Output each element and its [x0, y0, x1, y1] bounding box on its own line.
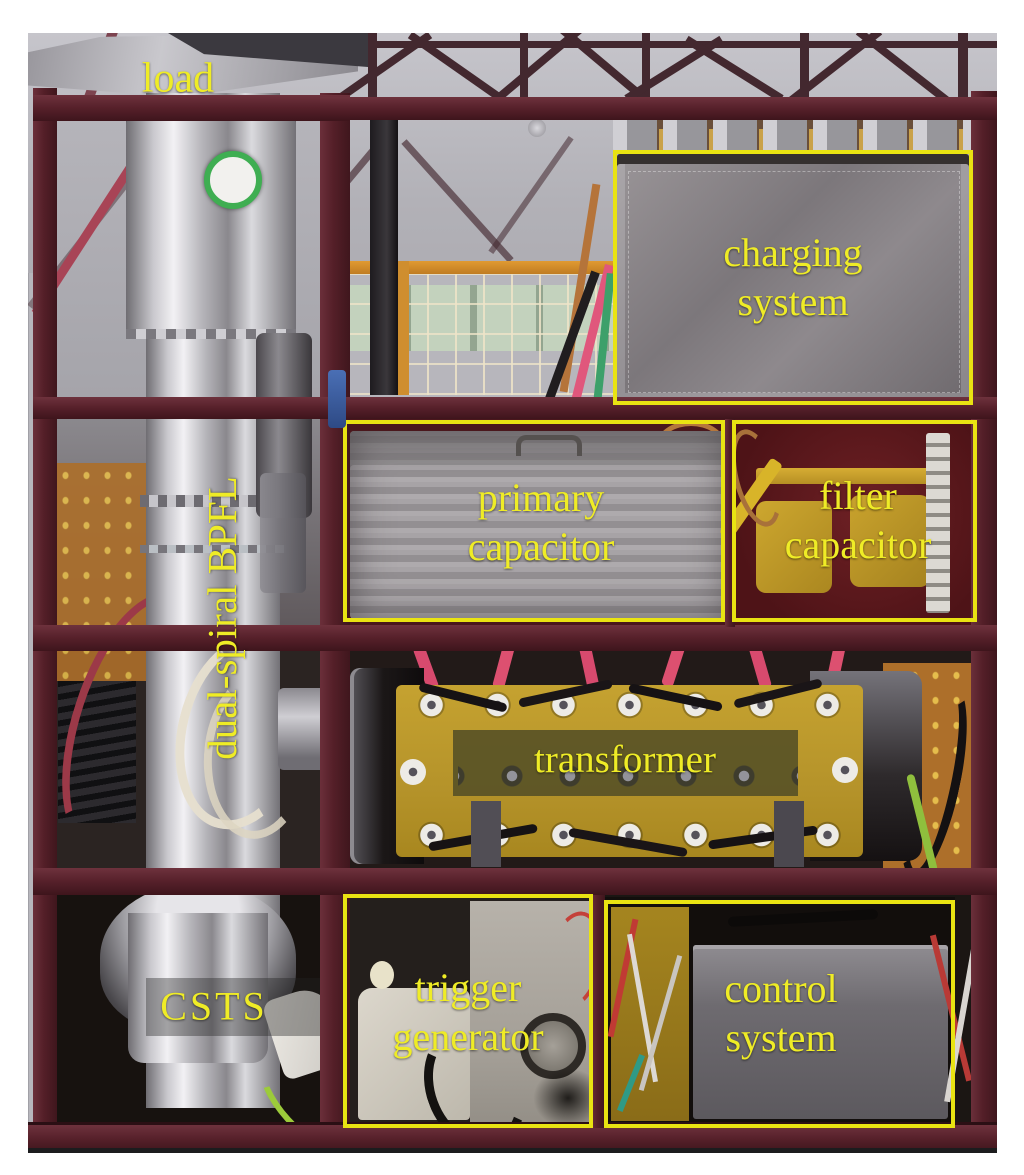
control-system-unit: [693, 945, 948, 1119]
primary-capacitor-unit: [350, 431, 728, 619]
annotation-box-filter-capacitor: [732, 420, 977, 622]
label-filter-capacitor: filter capacitor: [784, 473, 932, 567]
mounting-foot: [471, 801, 501, 867]
annotation-box-control-system: [604, 900, 955, 1128]
fence-rail-orange: [343, 261, 619, 274]
mounting-foot: [774, 801, 804, 867]
flange-ring: [140, 495, 286, 507]
rack-rail-top-right: [320, 97, 997, 120]
rack-rail-2: [33, 625, 997, 651]
charging-box-rivets: [628, 171, 960, 393]
rack-post-left: [33, 88, 57, 1148]
photo-bottom-edge: [28, 1148, 997, 1153]
csts-cylinder: [128, 913, 268, 1063]
cream-knob: [370, 961, 394, 989]
label-control-system: control system: [724, 966, 838, 1060]
flange-ring: [126, 329, 296, 339]
vented-box: [58, 681, 136, 823]
bpfl-upper-vessel: [126, 108, 296, 338]
pressure-gauge: [204, 151, 262, 209]
annotation-box-charging-system: [613, 150, 973, 405]
charging-system-unit: [617, 154, 969, 401]
insulator: [400, 759, 426, 785]
rack-rail-3: [33, 868, 997, 895]
valve-cluster: [260, 473, 306, 593]
blue-connector: [328, 370, 346, 428]
white-tank: [358, 988, 470, 1120]
bolt-row-middle: [458, 763, 798, 789]
label-csts: CSTS: [160, 983, 268, 1029]
truss-beam: [368, 33, 377, 99]
dark-post: [370, 119, 398, 395]
truss-beam: [642, 33, 650, 99]
capacitor-handle: [516, 435, 582, 456]
truss-beam: [320, 41, 997, 48]
yellow-circuit-panel: [611, 907, 689, 1121]
label-primary-capacitor: primary capacitor: [467, 475, 615, 569]
filter-capacitor-can: [850, 495, 930, 587]
rack-post-shelf2-mid: [725, 419, 735, 627]
label-trigger-generator: trigger generator: [392, 965, 544, 1059]
label-transformer: transformer: [534, 738, 716, 782]
truss-beam: [958, 33, 968, 99]
label-dual-spiral-bpfl: dual-spiral BPFL: [198, 476, 245, 760]
rack-rail-top-left: [33, 95, 350, 121]
flange-ring: [140, 545, 286, 553]
label-charging-system: charging system: [723, 230, 863, 324]
truss-beam: [800, 33, 809, 99]
orange-post: [398, 261, 409, 395]
rack-post-bottom-mid: [591, 895, 605, 1128]
white-ladder-element: [926, 433, 950, 613]
insulator: [832, 757, 858, 783]
label-load: load: [141, 55, 215, 102]
annotation-box-trigger-generator: [343, 894, 593, 1128]
filter-busbar: [756, 468, 936, 484]
equipment-photo: load charging system primary capacitor f…: [28, 33, 997, 1153]
ceiling-lamp: [528, 119, 546, 137]
csts-shade-band: [146, 978, 332, 1036]
truss-beam: [520, 33, 528, 99]
filter-capacitor-can: [756, 501, 832, 593]
annotation-box-primary-capacitor: [343, 420, 725, 622]
